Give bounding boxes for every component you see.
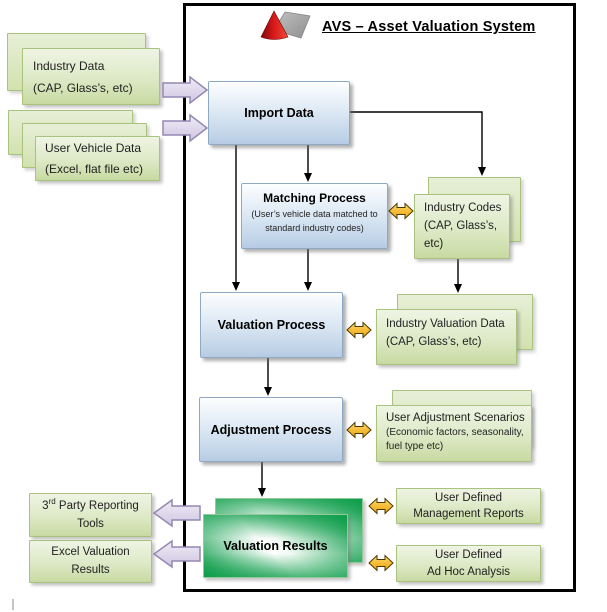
adjustment-process-label: Adjustment Process [210,422,332,437]
industry-data-title: Industry Data [33,59,105,73]
valuation-process-box: Valuation Process [200,292,343,358]
excel-results-line1: Excel Valuation [51,545,130,558]
industry-valuation-subtitle: (CAP, Glass’s, etc) [386,336,482,349]
matching-process-box: Matching Process (User’s vehicle data ma… [241,183,388,249]
management-reports-line1: User Defined [434,491,503,504]
valuation-results-label: Valuation Results [223,539,328,553]
valuation-process-label: Valuation Process [217,318,326,332]
user-vehicle-title: User Vehicle Data [45,141,142,155]
third-party-tools-box: 3rd Party Reporting Tools [29,493,152,537]
industry-codes-box: Industry Codes (CAP, Glass’s, etc) [414,194,510,259]
third-party-num: 3 [42,500,49,513]
user-adjustment-title: User Adjustment Scenarios [386,412,525,424]
third-party-line1: 3rd Party Reporting [42,496,139,516]
import-data-box: Import Data [208,81,350,145]
adhoc-analysis-box: User Defined Ad Hoc Analysis [396,545,541,582]
matching-process-subtitle: (User’s vehicle data matched to standard… [251,209,378,233]
industry-valuation-box: Industry Valuation Data (CAP, Glass’s, e… [376,309,517,365]
third-party-rest: Party Reporting [55,500,139,513]
adhoc-analysis-line1: User Defined [434,549,503,562]
industry-data-box: Industry Data (CAP, Glass’s, etc) [22,48,160,105]
import-data-label: Import Data [244,106,314,120]
adjustment-process-box: Adjustment Process [199,397,343,462]
page-edge-mark [12,599,14,610]
matching-process-label: Matching Process [263,191,366,205]
user-adjustment-subtitle: (Economic factors, seasonality, fuel typ… [386,427,524,453]
management-reports-box: User Defined Management Reports [396,488,541,524]
third-party-line2: Tools [77,517,104,530]
excel-results-box: Excel Valuation Results [29,540,152,583]
user-vehicle-data-box: User Vehicle Data (Excel, flat file etc) [35,136,160,181]
third-party-ordinal: rd [48,497,56,507]
adhoc-analysis-line2: Ad Hoc Analysis [426,565,511,578]
avs-logo-icon [260,10,311,40]
page-title: AVS – Asset Valuation System [322,19,536,35]
industry-codes-subtitle: (CAP, Glass’s, etc) [424,219,498,250]
management-reports-line2: Management Reports [413,508,524,520]
valuation-results-box: Valuation Results [203,514,348,578]
industry-valuation-title: Industry Valuation Data [386,318,505,330]
excel-results-line2: Results [71,563,110,576]
user-adjustment-box: User Adjustment Scenarios (Economic fact… [376,405,532,462]
industry-codes-title: Industry Codes [424,202,502,214]
industry-data-subtitle: (CAP, Glass’s, etc) [33,80,133,95]
user-vehicle-subtitle: (Excel, flat file etc) [45,162,144,176]
